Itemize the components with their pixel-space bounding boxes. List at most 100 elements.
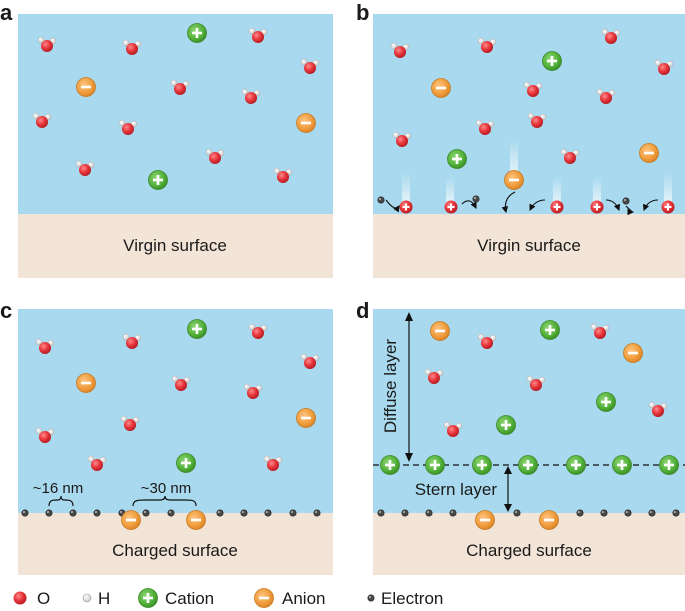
spacing-brace-large (132, 495, 197, 507)
water-region (373, 309, 685, 513)
oxygen-legend-icon (13, 591, 27, 605)
electron (216, 509, 224, 517)
electron (69, 509, 77, 517)
cation (380, 455, 400, 475)
surface-label: Virgin surface (123, 236, 227, 255)
transfer-arrow (461, 200, 477, 209)
positive-site (550, 200, 564, 214)
electron (240, 509, 248, 517)
cation (472, 455, 492, 475)
panel-d: d Charged surface Diffuse layer Stern (356, 298, 685, 575)
anion (504, 170, 524, 190)
substrate-region (18, 214, 333, 278)
cation (447, 149, 467, 169)
arrow-tip (405, 453, 413, 462)
electron (624, 509, 632, 517)
positive-site (399, 200, 413, 214)
cation (596, 392, 616, 412)
electron-legend-icon (367, 594, 375, 602)
panel-b: b Virgin surface (356, 0, 685, 278)
electron (45, 509, 53, 517)
electron (622, 197, 630, 205)
electron (672, 509, 680, 517)
stern-layer-label: Stern layer (415, 480, 498, 499)
arrow-tip (504, 466, 512, 474)
legend-label-electron: Electron (381, 589, 443, 608)
legend-label-hydrogen: H (98, 589, 110, 608)
transfer-arrow (529, 199, 546, 211)
transfer-arrow (642, 199, 659, 212)
anion (475, 510, 495, 530)
electron (377, 196, 385, 204)
panel-d-letter: d (356, 298, 369, 323)
panel-c: c Charged surface ~16 nm (0, 298, 333, 575)
electron (377, 509, 385, 517)
transfer-arrow (385, 199, 400, 213)
water-region (18, 309, 333, 513)
cation (496, 415, 516, 435)
anion (296, 408, 316, 428)
anion-legend-icon (254, 588, 274, 608)
electron (142, 509, 150, 517)
substrate-region (373, 214, 685, 278)
surface-label: Charged surface (112, 541, 238, 560)
surface-label: Charged surface (466, 541, 592, 560)
electron (264, 509, 272, 517)
spacing-label-large: ~30 nm (141, 480, 191, 497)
motion-trail (553, 176, 561, 204)
cation (425, 455, 445, 475)
spacing-label-small: ~16 nm (33, 480, 83, 497)
legend-label-oxygen: O (37, 589, 50, 608)
surface-label: Virgin surface (477, 236, 581, 255)
electron (21, 509, 29, 517)
electron (513, 509, 521, 517)
cation (540, 320, 560, 340)
anion (186, 510, 206, 530)
electron (449, 509, 457, 517)
electron (472, 195, 480, 203)
electron (289, 509, 297, 517)
electron (401, 509, 409, 517)
anion (296, 113, 316, 133)
water-region (18, 14, 333, 214)
electron (167, 509, 175, 517)
motion-trail (446, 176, 454, 204)
hydrogen-legend-icon (82, 593, 92, 603)
cation-legend-icon (138, 588, 158, 608)
electron (600, 509, 608, 517)
anion (639, 143, 659, 163)
motion-trail (402, 172, 410, 204)
cation (187, 319, 207, 339)
electron (576, 509, 584, 517)
positive-site (444, 200, 458, 214)
cation (612, 455, 632, 475)
motion-trail (664, 172, 672, 204)
legend-label-cation: Cation (165, 589, 214, 608)
cation (542, 51, 562, 71)
anion (539, 510, 559, 530)
panel-a: a Virgin surface (0, 0, 333, 278)
spacing-brace-small (48, 495, 74, 507)
transfer-arrow (501, 191, 516, 214)
anion (623, 343, 643, 363)
electron (648, 509, 656, 517)
positive-site (590, 200, 604, 214)
legend: O H Cation Anion Electron (13, 588, 443, 608)
diffuse-layer-label: Diffuse layer (381, 339, 400, 434)
motion-trail (510, 140, 518, 175)
electron (93, 509, 101, 517)
anion (76, 77, 96, 97)
transfer-arrow (605, 199, 621, 212)
anion (430, 321, 450, 341)
positive-site (661, 200, 675, 214)
cation (518, 455, 538, 475)
motion-trail (593, 176, 601, 204)
panel-a-letter: a (0, 0, 13, 25)
electron (425, 509, 433, 517)
legend-label-anion: Anion (282, 589, 325, 608)
cation (176, 453, 196, 473)
substrate-region (373, 513, 685, 575)
panel-b-letter: b (356, 0, 369, 25)
anion (76, 373, 96, 393)
